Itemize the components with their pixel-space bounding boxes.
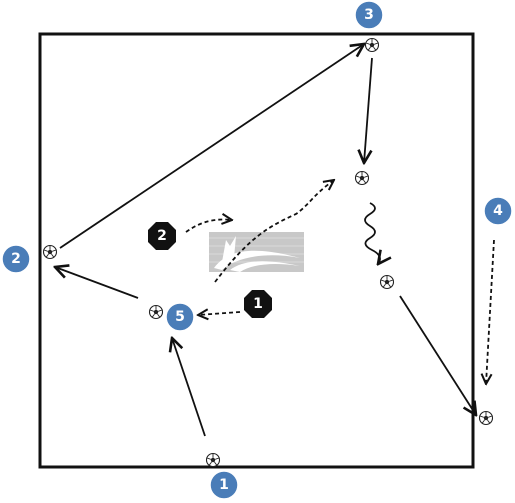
soccer-ball-icon	[364, 37, 380, 53]
player-5-label: 5	[175, 309, 185, 325]
club-logo-icon	[209, 232, 304, 272]
run-arrow	[214, 180, 334, 283]
defender-1-badge: 1	[244, 290, 272, 318]
player-4-badge: 4	[483, 196, 513, 226]
player-2-badge: 2	[1, 244, 31, 274]
player-3-badge: 3	[354, 0, 384, 30]
defender-2-badge: 2	[148, 222, 176, 250]
pass-arrow	[399, 295, 476, 415]
defender-2-label: 2	[157, 228, 167, 244]
run-arrow	[185, 220, 232, 233]
soccer-ball-icon	[379, 274, 395, 290]
soccer-ball-icon	[148, 304, 164, 320]
player-4-label: 4	[493, 203, 503, 219]
pass-arrow	[59, 44, 364, 249]
player-1-label: 1	[219, 477, 229, 493]
run-arrow	[486, 239, 495, 384]
pass-arrow	[55, 267, 139, 299]
run-arrow	[198, 312, 241, 315]
soccer-ball-icon	[354, 170, 370, 186]
player-1-badge: 1	[209, 470, 239, 500]
pass-arrow	[172, 338, 206, 437]
field-boundary	[38, 32, 475, 469]
player-5-badge: 5	[165, 302, 195, 332]
dribble-arrow	[364, 202, 380, 264]
pass-arrow	[364, 57, 373, 163]
soccer-ball-icon	[478, 410, 494, 426]
player-3-label: 3	[364, 7, 374, 23]
defender-1-label: 1	[253, 296, 263, 312]
soccer-ball-icon	[205, 452, 221, 468]
soccer-ball-icon	[42, 244, 58, 260]
player-2-label: 2	[11, 251, 21, 267]
